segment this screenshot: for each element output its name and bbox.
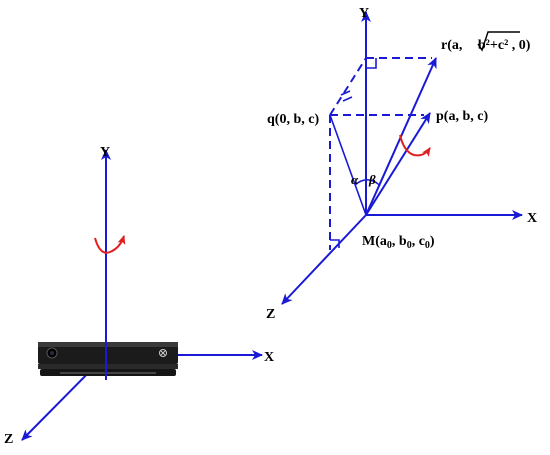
left-x-label: X xyxy=(264,350,274,365)
right-z-label: Z xyxy=(266,307,275,322)
point-q-label: q(0, b, c) xyxy=(267,112,319,127)
sqrt-symbol xyxy=(477,31,520,52)
point-m-label: M(a0, b0, c0) xyxy=(362,234,435,251)
right-rotation-arrow-icon xyxy=(399,134,431,157)
left-frame: Y X Z xyxy=(4,145,274,447)
left-rotation-arrow-icon xyxy=(94,235,126,254)
angle-arc xyxy=(354,179,381,187)
beta-label: β xyxy=(368,172,376,187)
point-r-label: r(a, b²+c² , 0) xyxy=(441,38,531,53)
right-frame: Y X Z α β r(a, b²+c² , 0) q(0, b, c) p(a… xyxy=(266,6,537,322)
point-p-label: p(a, b, c) xyxy=(436,109,488,124)
right-angle-top xyxy=(366,58,377,69)
alpha-label: α xyxy=(351,172,359,187)
right-x-label: X xyxy=(527,211,537,226)
left-z-label: Z xyxy=(4,432,13,447)
right-z-axis xyxy=(281,214,367,305)
dash-q-up xyxy=(329,57,367,116)
vector-q xyxy=(329,114,367,216)
vector-p xyxy=(365,112,431,216)
left-y-label: Y xyxy=(100,145,110,160)
parallel-marks xyxy=(340,90,353,102)
right-y-label: Y xyxy=(359,6,369,21)
depth-camera-icon xyxy=(38,342,178,376)
right-angle-bottom xyxy=(330,239,340,248)
